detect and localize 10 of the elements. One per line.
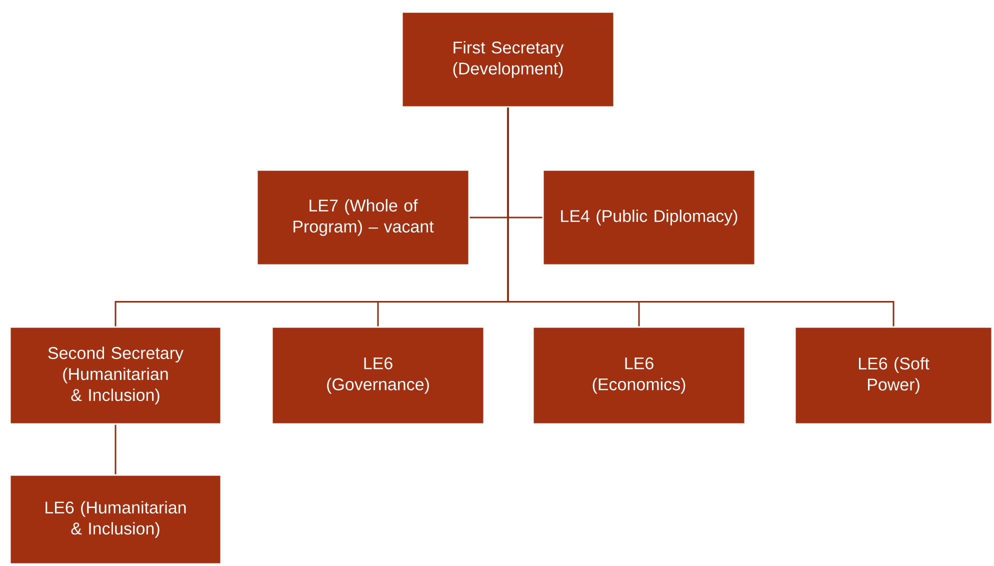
org-box: LE6 (Soft Power) — [794, 326, 993, 425]
org-box: Second Secretary (Humanitarian & Inclusion) — [9, 326, 222, 425]
org-box: LE6 (Governance) — [271, 326, 485, 425]
org-box: LE4 (Public Diplomacy) — [542, 169, 756, 266]
connector-line — [507, 108, 894, 326]
org-box: LE7 (Whole of Program) – vacant — [256, 169, 470, 266]
connector-line — [114, 424, 116, 474]
org-box: First Secretary (Development) — [401, 11, 615, 108]
org-box: LE6 (Humanitarian & Inclusion) — [9, 474, 222, 565]
org-box: LE6 (Economics) — [532, 326, 746, 425]
